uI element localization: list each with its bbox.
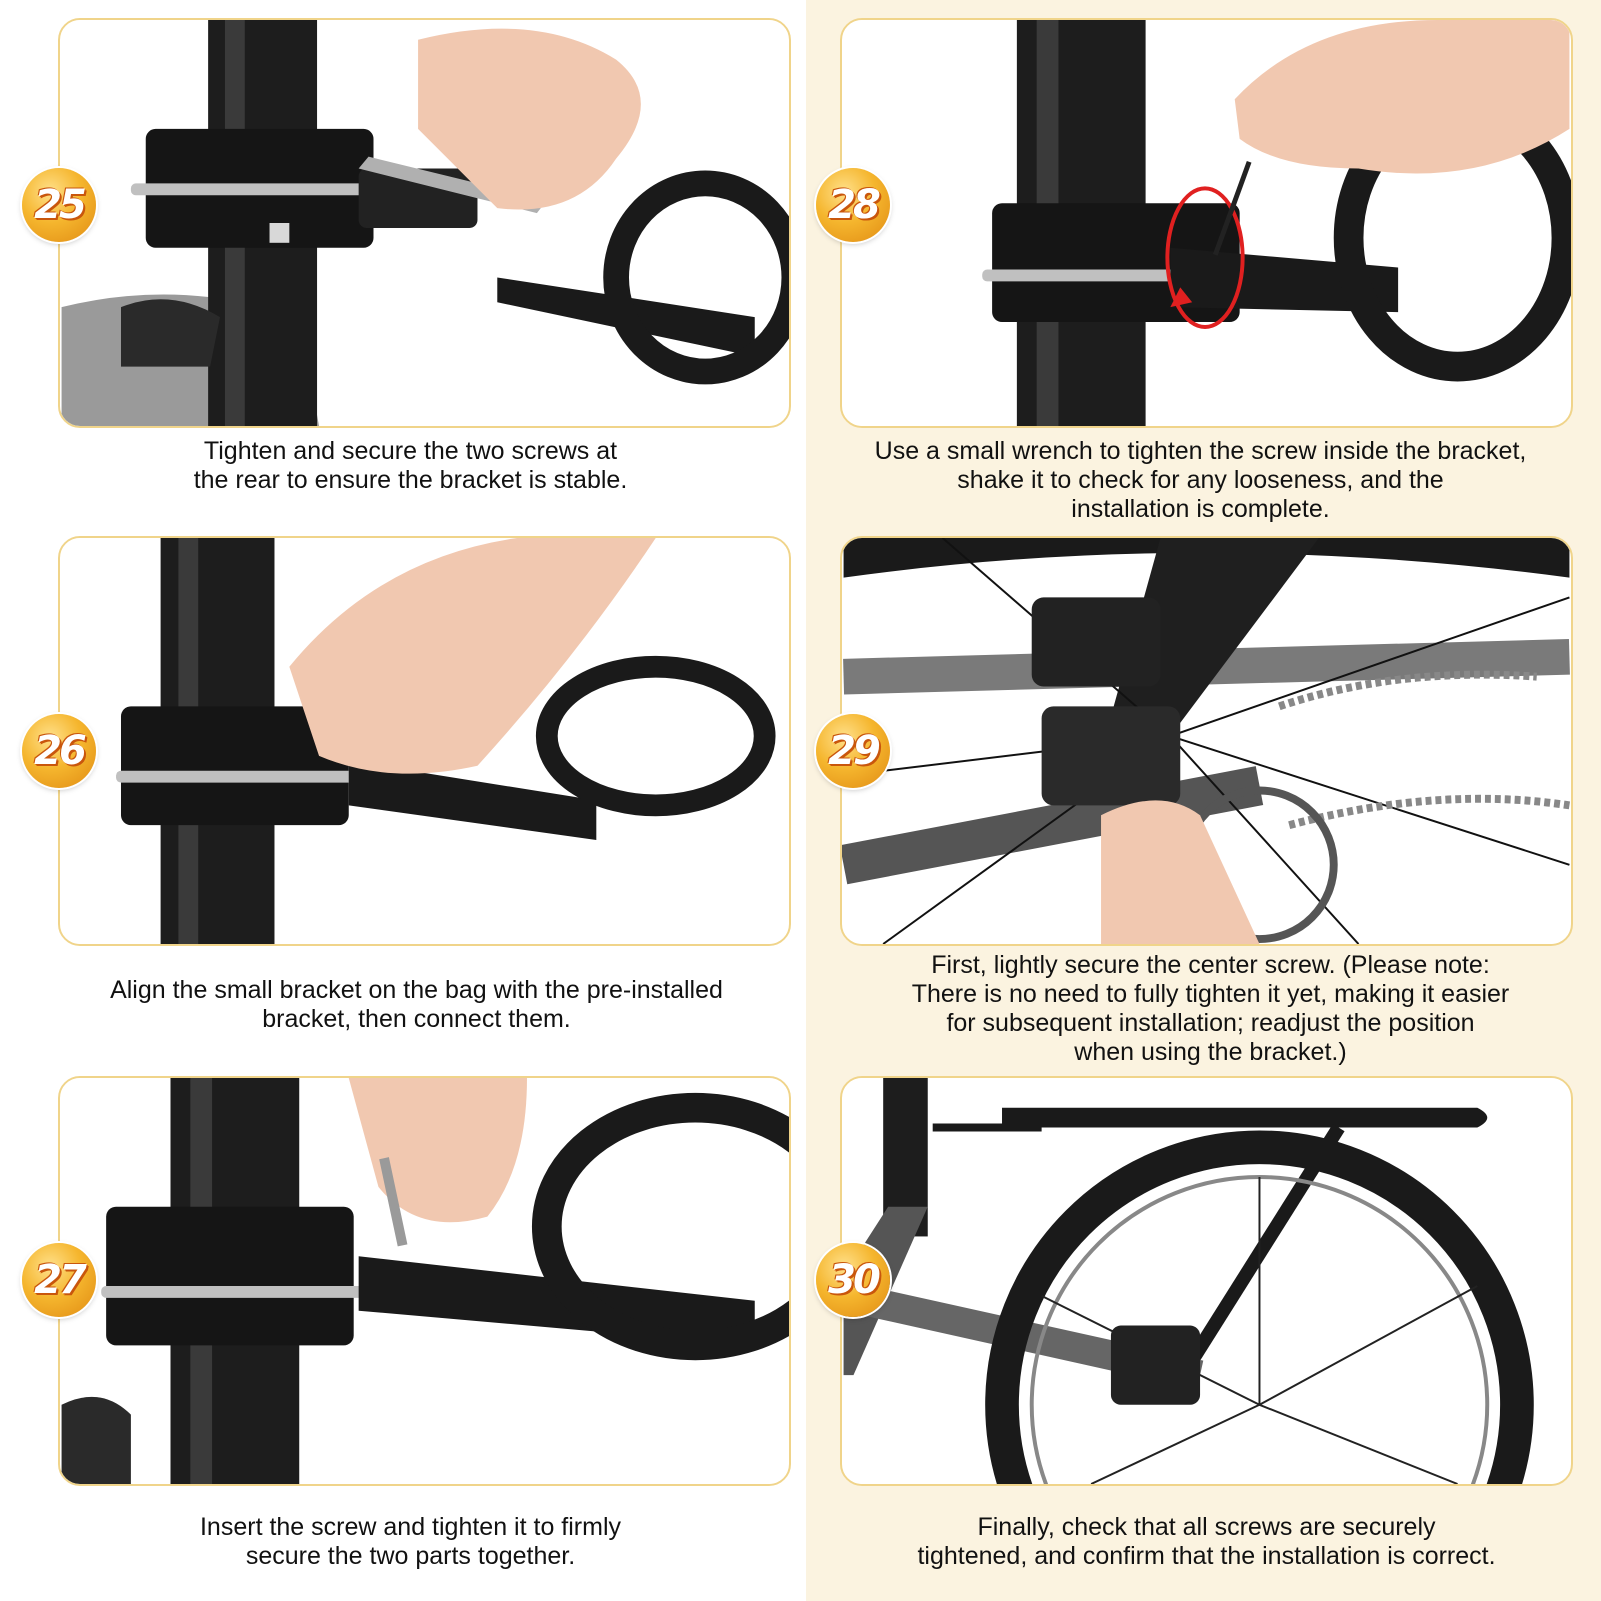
step-30-number: 30: [828, 1257, 881, 1303]
step-26-badge: 26: [22, 714, 96, 788]
screw-insertion-illustration: [61, 1078, 789, 1484]
step-27-caption: Insert the screw and tighten it to firml…: [199, 1513, 621, 1570]
wrench-tightening-illustration: [843, 20, 1571, 426]
step-26-photo: [58, 536, 791, 946]
step-26-caption: Align the small bracket on the bag with …: [110, 976, 723, 1033]
step-25-number: 25: [34, 182, 87, 228]
step-28-number: 28: [828, 182, 881, 228]
seatpost-clamp-illustration: [61, 20, 789, 426]
step-29-badge: 29: [816, 714, 890, 788]
step-28-photo: [840, 18, 1573, 428]
step-28-caption: Use a small wrench to tighten the screw …: [874, 437, 1527, 523]
step-29-number: 29: [828, 728, 881, 774]
step-25-photo: [58, 18, 791, 428]
step-29-photo: [840, 536, 1573, 946]
step-25-badge: 25: [22, 168, 96, 242]
step-26-number: 26: [34, 728, 87, 774]
step-27-number: 27: [34, 1257, 87, 1303]
step-25-caption: Tighten and secure the two screws at the…: [193, 437, 628, 494]
rear-frame-mount-illustration: [842, 538, 1571, 944]
step-27-photo: [58, 1076, 791, 1486]
step-30-caption: Finally, check that all screws are secur…: [917, 1513, 1496, 1570]
step-27-badge: 27: [22, 1243, 96, 1317]
step-29-caption: First, lightly secure the center screw. …: [911, 951, 1510, 1066]
step-28-badge: 28: [816, 168, 890, 242]
installed-rack-illustration: [842, 1078, 1570, 1484]
step-30-photo: [840, 1076, 1573, 1486]
step-30-badge: 30: [816, 1243, 890, 1317]
bracket-alignment-illustration: [61, 538, 788, 944]
